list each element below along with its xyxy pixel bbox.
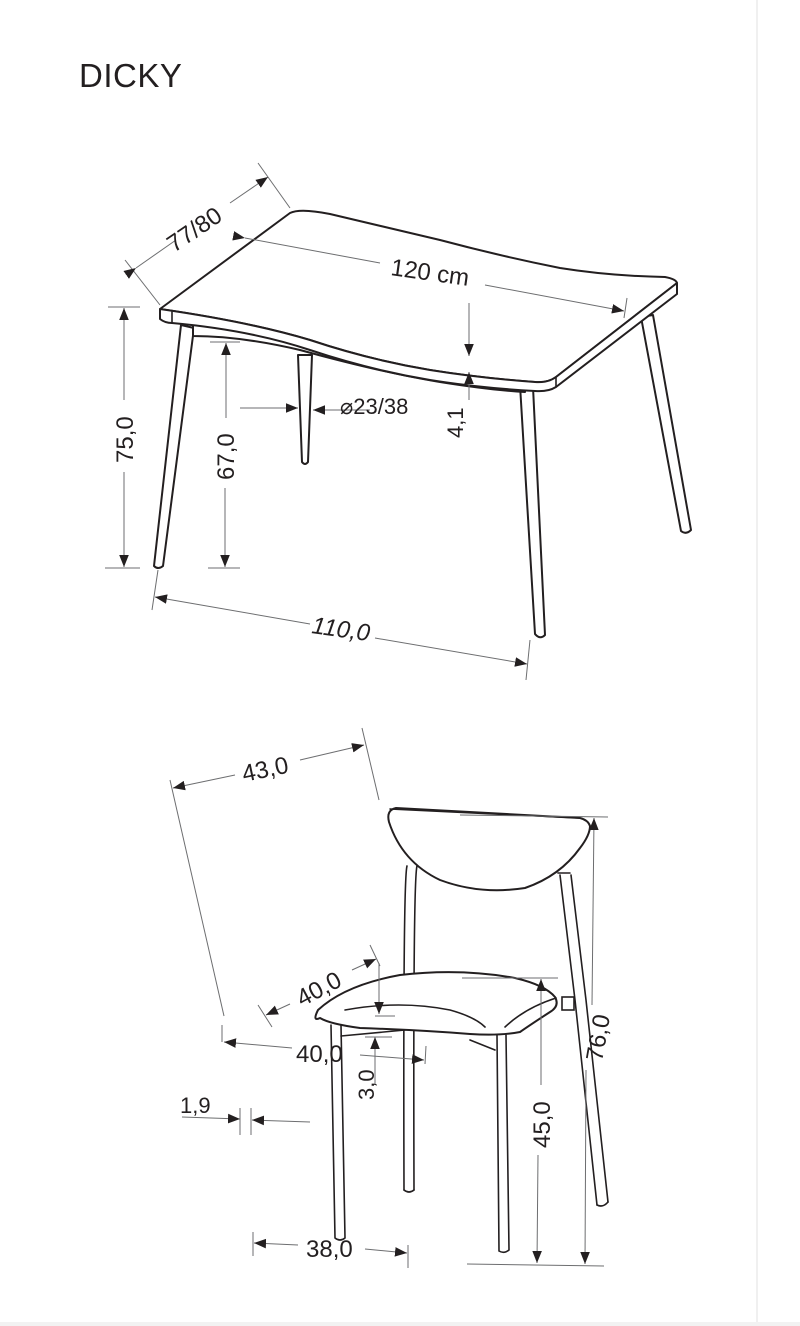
chair-back-upright-right [559,874,609,1206]
dim-line-total-height-top [589,817,599,1006]
chair-seat-bracket [561,996,575,1011]
chair-back-leg-left-foot [403,1189,415,1193]
ext-line [169,779,225,1017]
table-leg-front-left [153,324,195,569]
ext-line [124,259,161,306]
dim-line-chair-width-b [299,743,365,761]
ext-line [151,569,159,611]
product-title: DICKY [79,57,183,94]
chair-back-upright-left [403,865,418,1191]
dim-line-leg-dia-b [251,1115,311,1126]
table-depth-label: 77/80 [162,202,227,258]
ext-line [525,639,531,681]
ext-line [257,162,291,209]
table-leg-diameter-label: ⌀23/38 [340,394,408,419]
chair-total-height-label: 76,0 [581,1012,616,1063]
dim-line-leg-span-b [364,1247,408,1257]
table-thickness-label: 4,1 [443,407,468,438]
ext-line [257,1004,273,1028]
table-leg-span-label: 110,0 [310,612,372,647]
chair-front-leg-right [496,1034,510,1254]
chair-front-leg-left [330,1024,346,1241]
table-drawing: 77/80 120 cm 4,1 ⌀23/38 75,0 67,0 110,0 [105,162,692,681]
page-edge [756,0,758,1326]
dim-line-length-a [232,231,381,264]
dim-line-leg-dia-a [181,1113,241,1124]
chair-seat-thickness-label: 3,0 [354,1069,379,1100]
table-leg-front-right [519,384,546,639]
table-leg-back-right [640,314,692,534]
dim-line-seat-depth-b [351,958,377,971]
chair-back-leg-right-foot [596,1201,609,1207]
dim-line-seat-width-b [359,1054,425,1064]
table-leg-back-left [297,354,313,465]
dim-line-span-a [154,594,311,625]
floor-baseline [466,1263,605,1267]
chair-seat-width-label: 40,0 [296,1041,343,1068]
table-top-front-edge [159,282,678,393]
dim-line-chair-width-a [172,774,236,791]
chair-leg-diameter-label: 1,9 [180,1093,211,1118]
dim-line-depth-b [229,176,269,204]
chair-leg-span-label: 38,0 [306,1236,353,1263]
dim-line-length-b [484,284,625,314]
table-height-label: 75,0 [112,416,139,463]
chair-seat-height-label: 45,0 [529,1101,556,1148]
table-top [159,209,678,384]
ext-line [424,1045,427,1065]
page-bottom-edge [0,1322,800,1326]
chair-seat-front-contour [344,1004,486,1028]
dim-line-span-b [374,637,528,667]
dim-line-seat-depth-a [265,1003,291,1016]
ext-line [623,297,628,319]
dim-line-depth-a [123,239,177,279]
dim-line-total-height-bottom [580,1069,590,1265]
table-clearance-label: 67,0 [213,433,240,480]
dim-line-seat-width-a [223,1038,293,1049]
ext-line [459,814,609,818]
dim-line-seat-height-bottom [532,1154,542,1264]
chair-seat [314,971,558,1036]
ext-line [361,727,380,801]
chair-stretcher [340,1029,496,1051]
dim-line-leg-span-a [253,1238,299,1249]
chair-drawing: 43,0 40,0 40,0 3,0 1,9 38,0 [169,727,616,1268]
chair-seat-side-contour [504,997,557,1028]
ext-line [369,944,381,967]
chair-width-label: 43,0 [240,752,291,788]
